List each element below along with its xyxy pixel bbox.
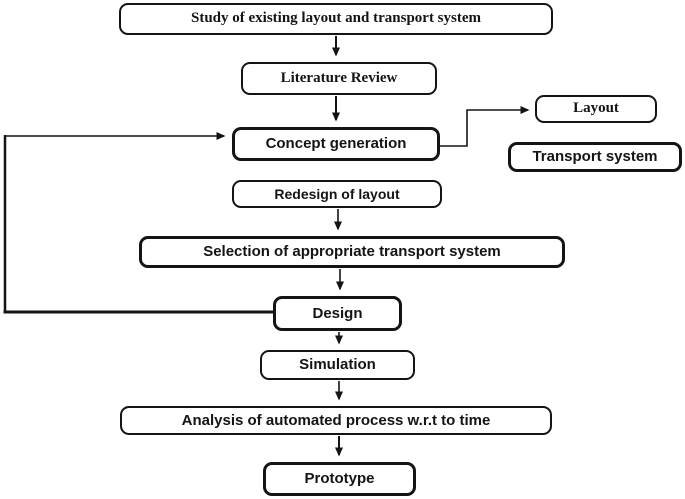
node-label: Concept generation	[265, 135, 407, 153]
node-prototype: Prototype	[263, 462, 416, 496]
node-concept-generation: Concept generation	[232, 127, 440, 161]
node-label: Study of existing layout and transport s…	[190, 10, 482, 27]
node-label: Layout	[573, 100, 619, 117]
node-label: Selection of appropriate transport syste…	[203, 243, 501, 261]
node-label: Design	[312, 304, 363, 322]
node-label: Simulation	[299, 356, 376, 374]
node-analysis-of-automated-process: Analysis of automated process w.r.t to t…	[120, 406, 552, 435]
node-label: Analysis of automated process w.r.t to t…	[181, 411, 491, 429]
node-literature-review: Literature Review	[241, 62, 437, 95]
node-transport-system: Transport system	[508, 142, 682, 172]
node-label: Redesign of layout	[274, 185, 400, 202]
node-design: Design	[273, 296, 402, 331]
node-selection-of-transport-system: Selection of appropriate transport syste…	[139, 236, 565, 268]
node-redesign-of-layout: Redesign of layout	[232, 180, 442, 208]
node-label: Prototype	[304, 470, 375, 488]
node-simulation: Simulation	[260, 350, 415, 380]
node-layout: Layout	[535, 95, 657, 123]
arrow-concept-to-layout	[440, 106, 530, 147]
node-label: Transport system	[532, 148, 658, 166]
node-study-existing-layout: Study of existing layout and transport s…	[119, 3, 553, 35]
node-label: Literature Review	[280, 69, 398, 86]
